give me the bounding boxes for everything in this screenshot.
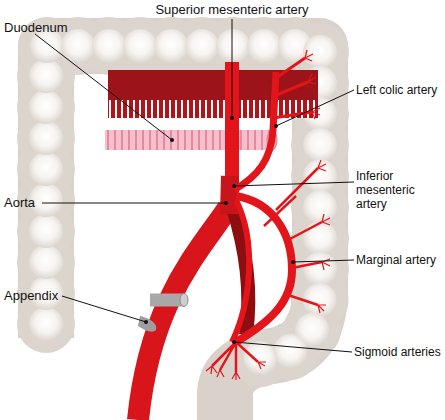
part-label: Duodenum [4,21,114,35]
colon [46,46,320,420]
colon-haustrum [29,59,63,93]
colon-haustrum [123,29,157,63]
marginal-branches [264,168,322,305]
colon-haustrum [303,35,337,69]
left-colic-artery [234,72,276,190]
colon-haustrum [29,307,63,341]
part-label: Superior mesenteric artery [112,3,352,17]
part-label: Sigmoid arteries [354,345,445,359]
sigmoid-branches [212,342,258,372]
colon-haustrum [303,221,337,255]
part-label: Marginal artery [356,253,444,267]
artery-tufts [206,50,330,380]
leader-dots [144,116,295,344]
colon-haustrum [247,29,281,63]
colon-haustrum [303,252,337,286]
colon-haustrum [216,29,250,63]
inferior-branch [232,200,249,342]
colon-haustrum [29,121,63,155]
colon-haustrum [185,29,219,63]
part-label: Aorta [4,196,64,210]
part-label: Inferior mesenteric artery [356,169,442,211]
ileum-end [180,294,188,307]
part-label: Appendix [4,289,84,303]
colon-haustrum [29,214,63,248]
colon-haustrum [273,334,307,368]
colon-haustrum [29,245,63,279]
colon-haustrum [29,90,63,124]
colon-haustrum [154,29,188,63]
colon-haustrum [243,341,277,375]
colon-haustrum [92,29,126,63]
duodenum [105,130,272,150]
colon-haustrum [303,283,337,317]
ileum [150,294,184,307]
left-colic-branches [273,58,312,118]
leader-lines [35,19,354,352]
colon-haustrum [303,190,337,224]
iliac-artery [138,208,228,420]
aorta [229,176,230,214]
part-label: Left colic artery [356,83,444,97]
colon-haustra [17,17,349,387]
colon-haustrum [303,128,337,162]
colon-haustrum [303,159,337,193]
appendix [138,316,156,332]
colon-haustrum [29,152,63,186]
